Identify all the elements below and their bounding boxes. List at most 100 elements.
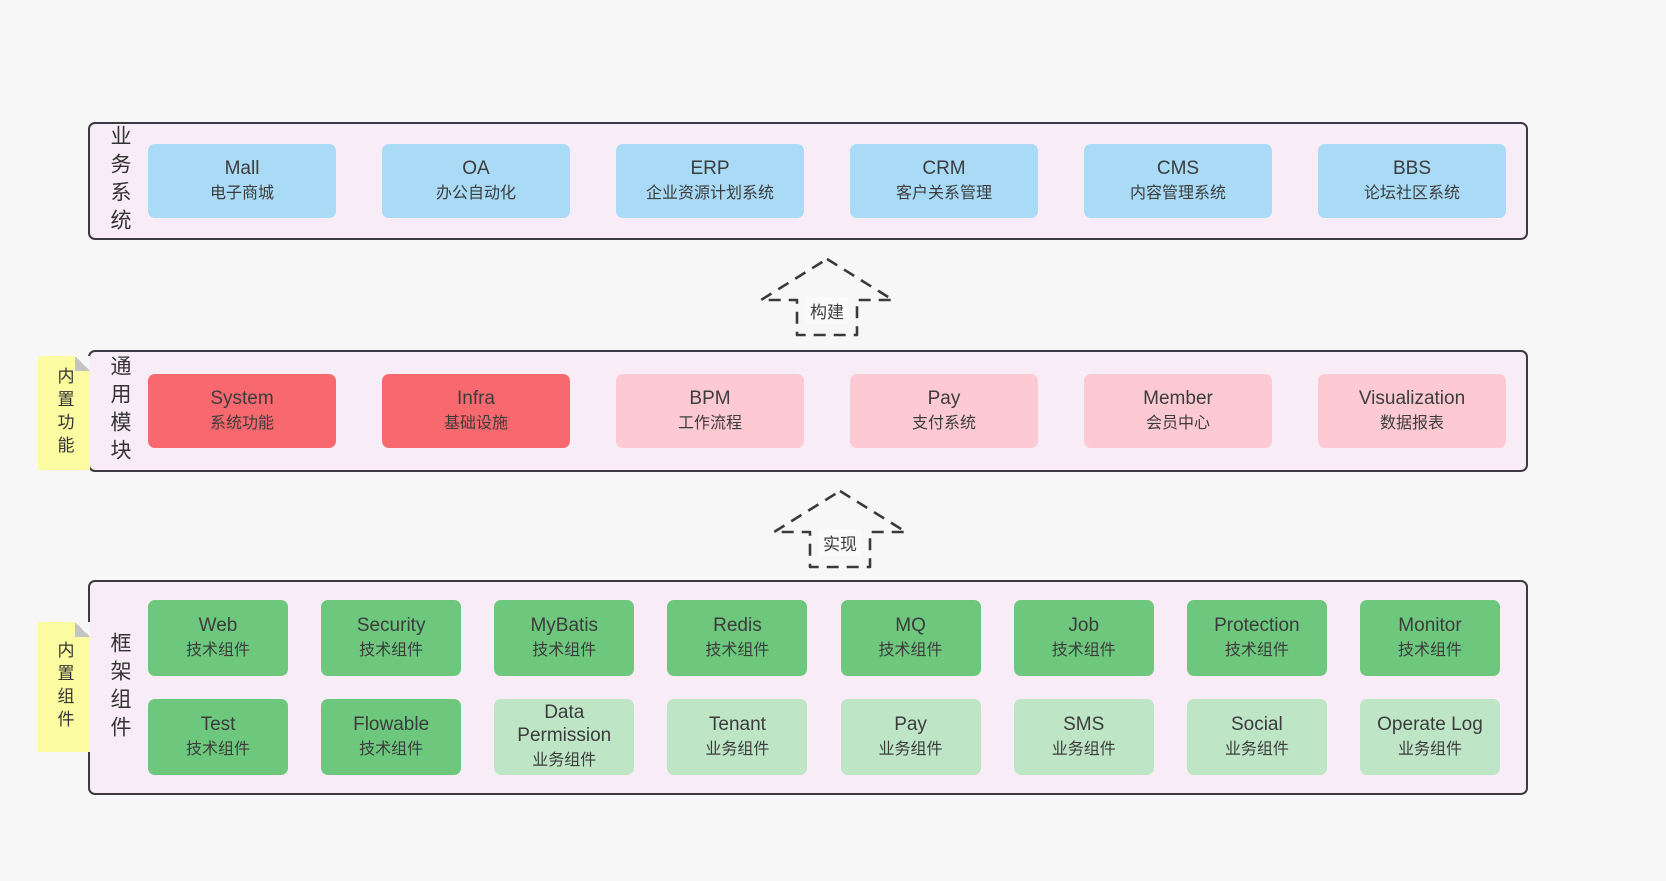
- box-title: Monitor: [1398, 614, 1462, 636]
- box-subtitle: 技术组件: [185, 641, 250, 659]
- box-crm: CRM 客户关系管理: [850, 144, 1038, 218]
- box-title: Redis: [713, 614, 762, 636]
- box-flowable: Flowable 技术组件: [321, 699, 462, 775]
- box-tenant: Tenant 业务组件: [667, 699, 808, 775]
- implement-arrow: 实现: [770, 487, 910, 571]
- box-title: MQ: [895, 614, 926, 636]
- up-arrow-icon: [759, 257, 895, 337]
- box-subtitle: 技术组件: [1051, 641, 1116, 659]
- box-title: Tenant: [708, 713, 766, 735]
- box-title: Infra: [456, 387, 496, 409]
- box-subtitle: 业务组件: [1224, 740, 1289, 758]
- box-title: Data Permission: [517, 702, 612, 747]
- box-monitor: Monitor 技术组件: [1359, 600, 1500, 676]
- box-mybatis: MyBatis 技术组件: [494, 600, 635, 676]
- box-subtitle: 数据报表: [1379, 414, 1444, 432]
- box-subtitle: 业务组件: [532, 751, 597, 769]
- box-infra: Infra 基础设施: [382, 374, 570, 448]
- box-title: BBS: [1392, 157, 1432, 179]
- builtin-features-tag: 内置功能: [38, 356, 90, 470]
- box-subtitle: 电子商城: [209, 184, 274, 202]
- box-title: Pay: [927, 387, 961, 409]
- box-subtitle: 技术组件: [185, 740, 250, 758]
- box-pay-component: Pay 业务组件: [840, 699, 981, 775]
- box-title: Operate Log: [1377, 713, 1483, 735]
- build-arrow-label: 构建: [806, 297, 848, 324]
- box-visualization: Visualization 数据报表: [1318, 374, 1506, 448]
- framework-row-1: Web 技术组件 Security 技术组件 MyBatis 技术组件 Redi…: [148, 600, 1500, 676]
- box-title: System: [210, 387, 274, 409]
- box-social: Social 业务组件: [1186, 699, 1327, 775]
- box-subtitle: 技术组件: [532, 641, 597, 659]
- box-security: Security 技术组件: [321, 600, 462, 676]
- box-protection: Protection 技术组件: [1186, 600, 1327, 676]
- box-subtitle: 技术组件: [705, 641, 770, 659]
- up-arrow-icon: [772, 489, 908, 569]
- box-subtitle: 工作流程: [677, 414, 742, 432]
- box-title: MyBatis: [530, 614, 599, 636]
- box-title: Social: [1230, 713, 1283, 735]
- box-data-permission: Data Permission 业务组件: [494, 699, 635, 775]
- box-title: Flowable: [353, 713, 430, 735]
- box-redis: Redis 技术组件: [667, 600, 808, 676]
- box-subtitle: 业务组件: [1397, 740, 1462, 758]
- box-oa: OA 办公自动化: [382, 144, 570, 218]
- box-title: BPM: [689, 387, 731, 409]
- box-subtitle: 业务组件: [1051, 740, 1116, 758]
- box-bbs: BBS 论坛社区系统: [1318, 144, 1506, 218]
- modules-box-row: System 系统功能 Infra 基础设施 BPM 工作流程 Pay 支付系统…: [148, 374, 1526, 448]
- folded-corner-icon: [75, 356, 90, 371]
- box-title: OA: [462, 157, 490, 179]
- box-member: Member 会员中心: [1084, 374, 1272, 448]
- box-subtitle: 业务组件: [705, 740, 770, 758]
- box-subtitle: 论坛社区系统: [1363, 184, 1460, 202]
- section-framework-components: 内置组件 框架组件 Web 技术组件 Security 技术组件 MyBatis…: [38, 580, 1528, 795]
- box-subtitle: 企业资源计划系统: [645, 184, 774, 202]
- box-sms: SMS 业务组件: [1013, 699, 1154, 775]
- box-system: System 系统功能: [148, 374, 336, 448]
- box-erp: ERP 企业资源计划系统: [616, 144, 804, 218]
- box-mq: MQ 技术组件: [840, 600, 981, 676]
- box-title: Web: [198, 614, 238, 636]
- box-subtitle: 系统功能: [209, 414, 274, 432]
- box-subtitle: 技术组件: [1224, 641, 1289, 659]
- box-title: Job: [1068, 614, 1100, 636]
- section-label-business: 业务系统: [108, 125, 131, 237]
- box-title: Protection: [1214, 614, 1300, 636]
- folded-corner-icon: [75, 622, 90, 637]
- box-subtitle: 客户关系管理: [895, 184, 992, 202]
- section-business-systems: 业务系统 Mall 电子商城 OA 办公自动化 ERP 企业资源计划系统 CRM…: [88, 122, 1528, 240]
- box-subtitle: 基础设施: [443, 414, 508, 432]
- box-subtitle: 内容管理系统: [1129, 184, 1226, 202]
- box-subtitle: 技术组件: [359, 641, 424, 659]
- build-arrow: 构建: [757, 255, 897, 339]
- box-web: Web 技术组件: [148, 600, 288, 676]
- box-title: CMS: [1156, 157, 1200, 179]
- box-pay-module: Pay 支付系统: [850, 374, 1038, 448]
- framework-row-2: Test 技术组件 Flowable 技术组件 Data Permission …: [148, 699, 1500, 775]
- box-title: SMS: [1063, 713, 1105, 735]
- box-title: Mall: [224, 157, 260, 179]
- box-title: Member: [1143, 387, 1213, 409]
- box-mall: Mall 电子商城: [148, 144, 336, 218]
- box-title: ERP: [690, 157, 730, 179]
- box-title: Security: [356, 614, 426, 636]
- box-subtitle: 技术组件: [878, 641, 943, 659]
- framework-box-rows: Web 技术组件 Security 技术组件 MyBatis 技术组件 Redi…: [148, 600, 1526, 775]
- implement-arrow-label: 实现: [819, 529, 861, 556]
- section-label-modules: 通用模块: [108, 355, 131, 467]
- box-subtitle: 办公自动化: [435, 184, 516, 202]
- box-test: Test 技术组件: [148, 699, 288, 775]
- box-title: CRM: [922, 157, 966, 179]
- box-cms: CMS 内容管理系统: [1084, 144, 1272, 218]
- box-subtitle: 业务组件: [878, 740, 943, 758]
- box-job: Job 技术组件: [1013, 600, 1154, 676]
- box-subtitle: 技术组件: [359, 740, 424, 758]
- section-label-framework: 框架组件: [108, 631, 131, 744]
- box-bpm: BPM 工作流程: [616, 374, 804, 448]
- box-subtitle: 技术组件: [1397, 641, 1462, 659]
- box-subtitle: 支付系统: [911, 414, 976, 432]
- box-title: Pay: [894, 713, 927, 735]
- box-title: Visualization: [1358, 387, 1466, 409]
